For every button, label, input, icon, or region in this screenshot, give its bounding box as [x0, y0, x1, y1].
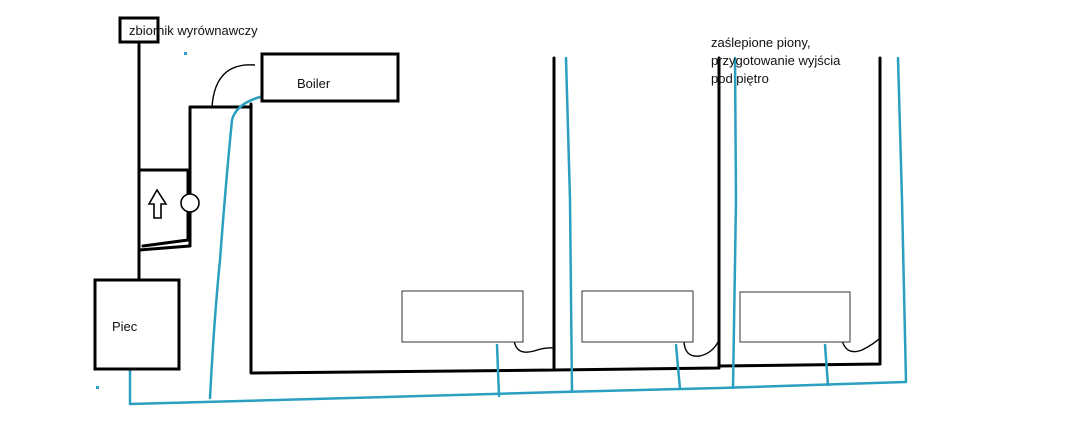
radiator-2-return [674, 343, 682, 391]
note-line-3: pod piętro [711, 71, 769, 86]
furnace-box [93, 278, 181, 371]
radiator-2 [581, 290, 694, 343]
boiler-return-line [208, 95, 262, 400]
return-piping [128, 56, 908, 406]
note-line-1: zaślepione piony, [711, 35, 811, 50]
radiator-3-return [823, 343, 830, 387]
supply-bus [249, 56, 556, 375]
radiator-1-connection [513, 339, 555, 353]
pump-bypass-loop [137, 168, 190, 248]
capped-risers-note: zaślepione piony, przygotowanie wyjścia … [711, 34, 840, 88]
pump-circle-icon [180, 193, 200, 213]
radiator-2-connection [683, 339, 720, 357]
blue-mark-bottom [96, 386, 99, 389]
capped-riser-3 [896, 56, 908, 384]
furnace-label: Piec [112, 319, 138, 334]
boiler-supply-connection [211, 64, 256, 108]
supply-bus-section-3 [717, 56, 882, 368]
radiator-1-return [495, 343, 501, 398]
radiator-1 [401, 290, 524, 343]
supply-piping [137, 39, 882, 375]
capped-riser-2 [731, 56, 738, 390]
main-supply-riser [137, 105, 253, 252]
boiler-label: Boiler [297, 76, 331, 91]
radiator-3 [739, 291, 851, 343]
supply-bus-section-2 [552, 56, 721, 372]
blue-mark-top [184, 52, 187, 55]
expansion-tank-label: zbiornik wyrównawczy [129, 23, 258, 38]
boiler-box [260, 52, 400, 103]
up-arrow-icon [147, 188, 168, 219]
radiator-connections [513, 337, 881, 357]
return-bus [128, 380, 908, 406]
expansion-tank-box [118, 16, 160, 44]
capped-riser-1 [564, 56, 574, 394]
note-line-2: przygotowanie wyjścia [711, 53, 841, 68]
radiator-3-connection [841, 337, 881, 353]
